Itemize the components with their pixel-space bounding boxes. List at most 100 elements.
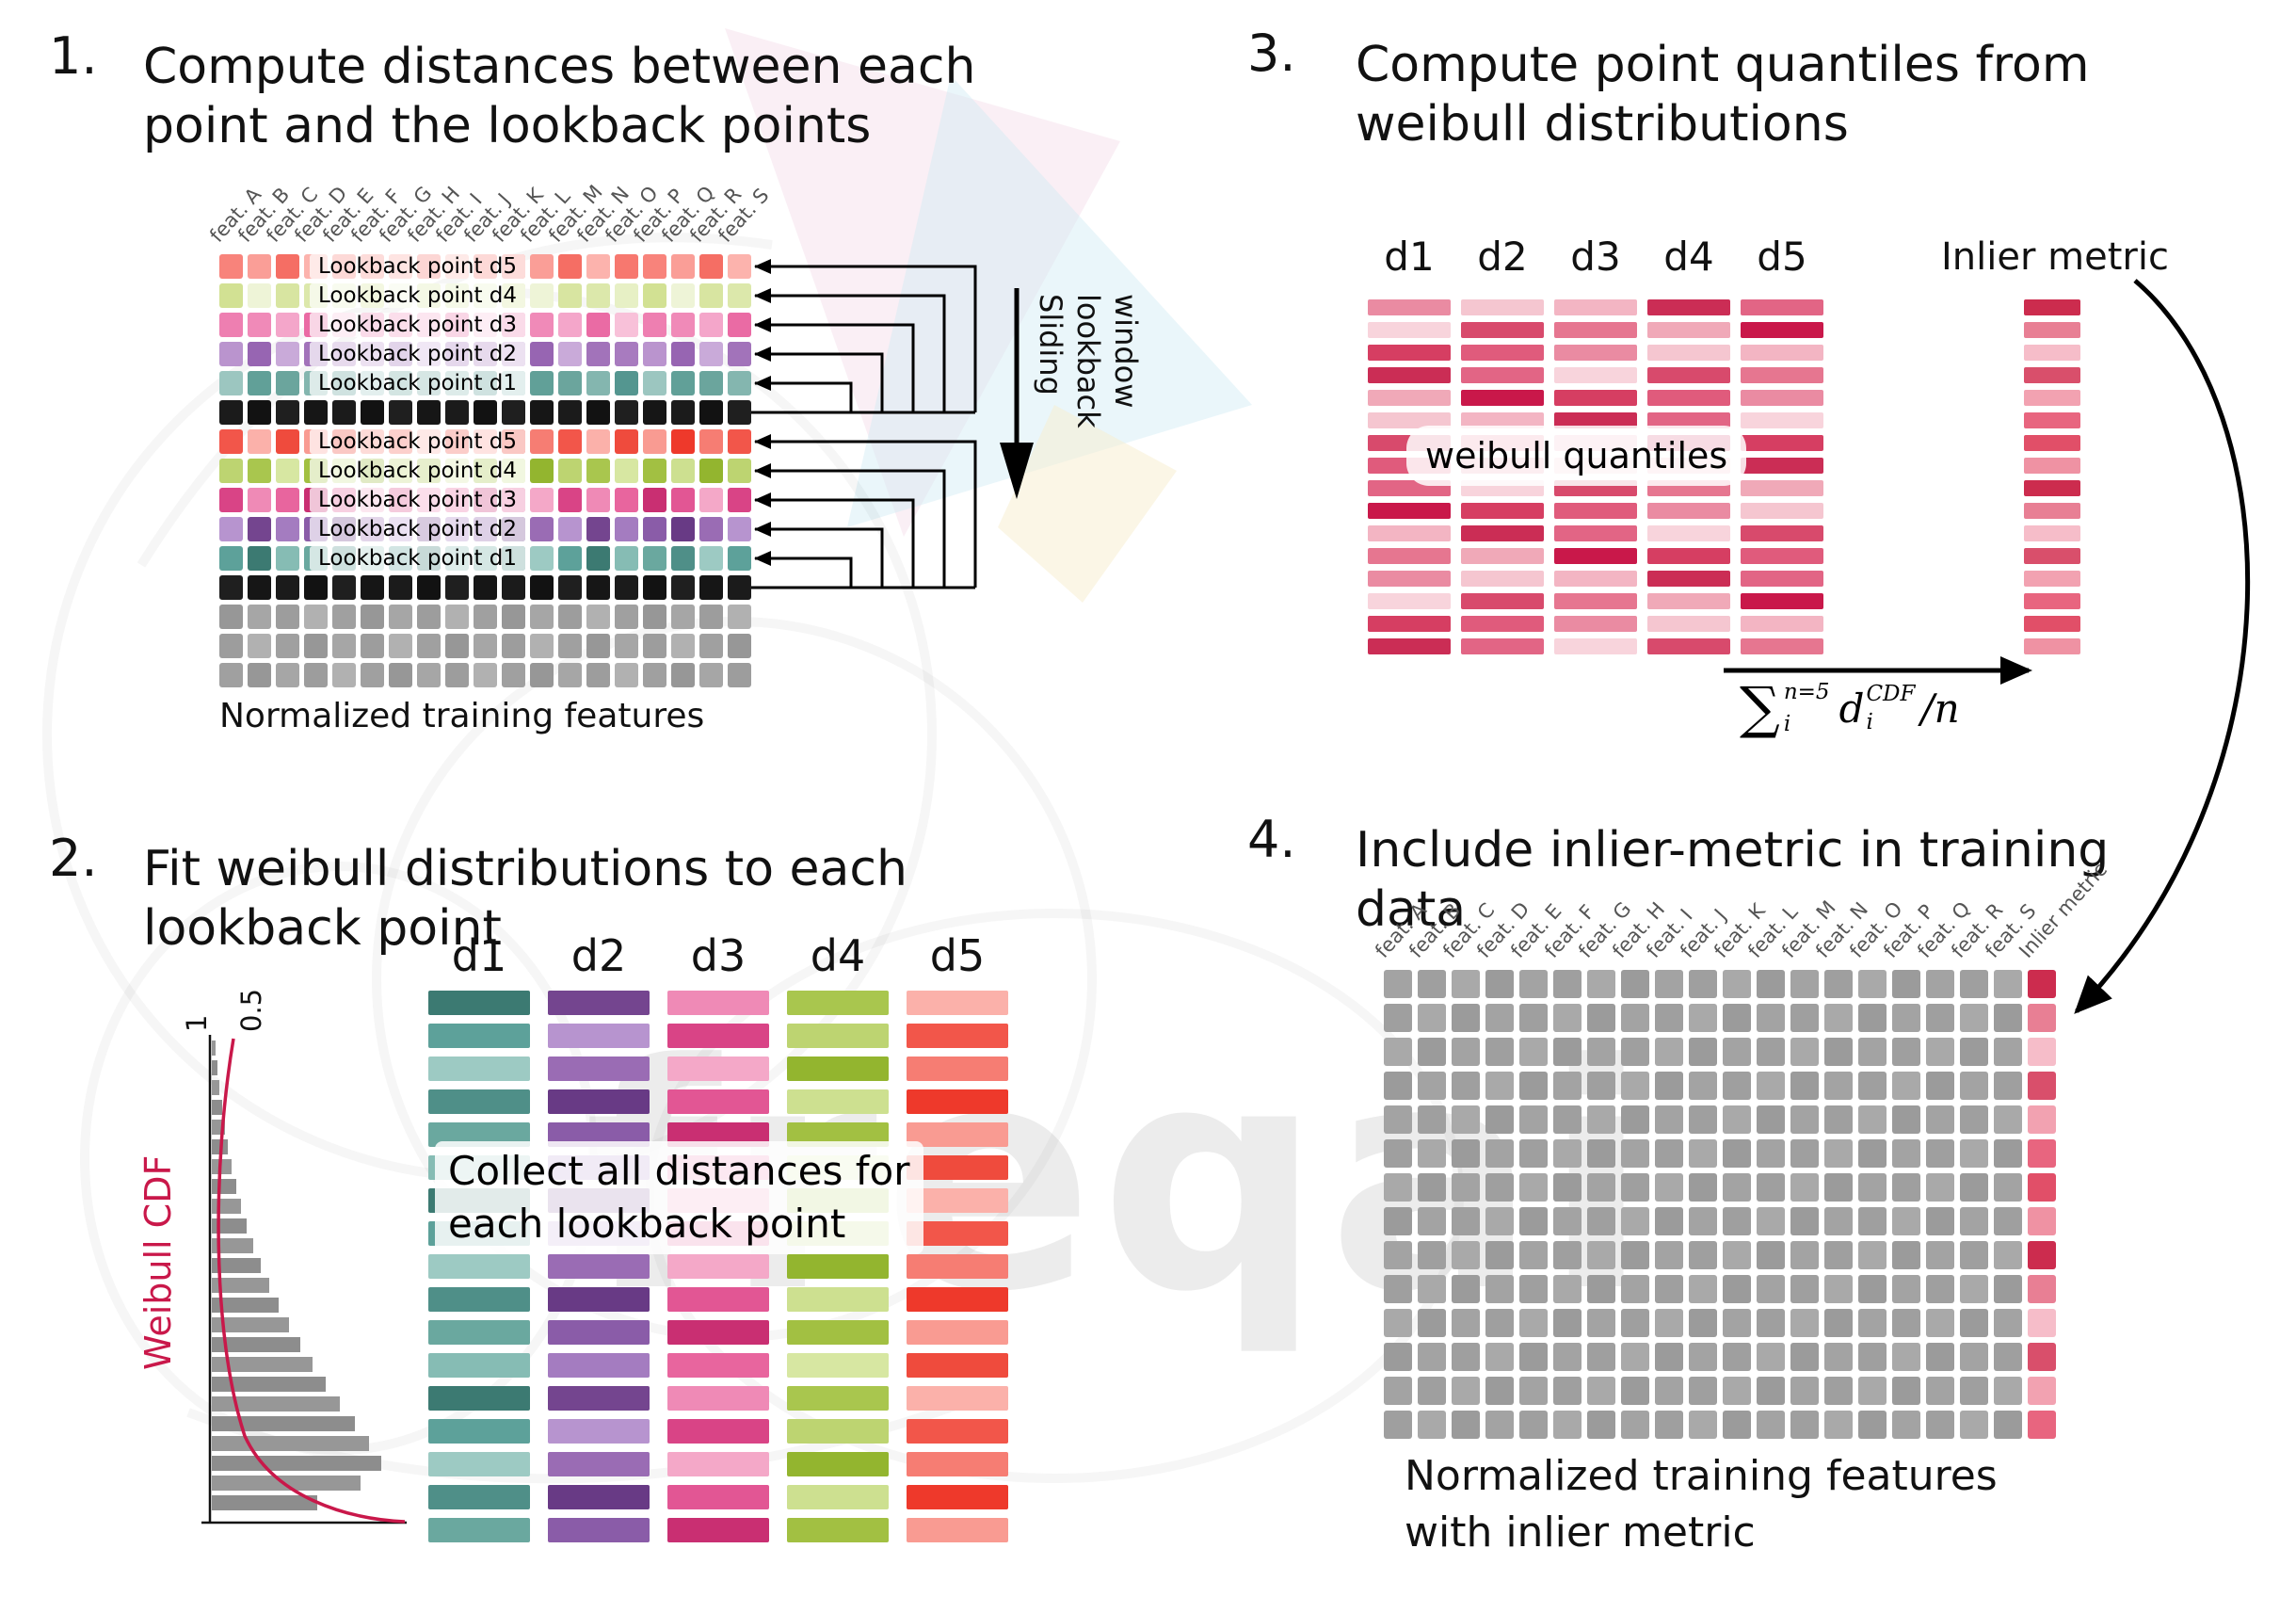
training-cell: [1418, 1309, 1446, 1337]
quantile-bar: [1368, 638, 1451, 654]
training-cell: [1960, 1411, 1988, 1439]
feature-cell: [276, 313, 299, 337]
feature-cell: [728, 254, 751, 279]
training-cell: [1689, 1038, 1717, 1066]
feature-cell: [671, 546, 695, 571]
feature-cell: [530, 254, 554, 279]
training-cell: [1621, 1038, 1649, 1066]
training-cell: [1723, 1207, 1751, 1235]
feature-cell: [558, 459, 582, 483]
training-cell: [1553, 970, 1582, 998]
feature-cell: [699, 546, 723, 571]
feature-cell: [671, 313, 695, 337]
training-cell: [1757, 1139, 1785, 1168]
training-cell: [1587, 1377, 1615, 1405]
training-cell: [1723, 1105, 1751, 1134]
quantile-bar: [1741, 638, 1823, 654]
quantile-bar: [1741, 503, 1823, 519]
training-cell: [1519, 1275, 1548, 1303]
training-cell: [1723, 1038, 1751, 1066]
feature-cell: [671, 371, 695, 395]
training-cell: [1418, 1411, 1446, 1439]
feature-cell: [530, 575, 554, 600]
feature-cell: [219, 488, 243, 512]
feature-cell: [699, 605, 723, 629]
training-cell: [1824, 1207, 1853, 1235]
feature-cell: [248, 371, 271, 395]
distance-bar: [428, 1057, 530, 1081]
training-cell: [1587, 1411, 1615, 1439]
distance-bar: [907, 1419, 1008, 1444]
training-cell: [1485, 1173, 1514, 1202]
training-cell: [1418, 1343, 1446, 1371]
training-cell: [1858, 1377, 1887, 1405]
p4-training-grid: [1384, 970, 2056, 1439]
feature-cell: [699, 283, 723, 308]
training-cell: [1790, 1207, 1819, 1235]
training-cell: [1655, 1275, 1683, 1303]
distance-bar: [787, 1057, 889, 1081]
training-cell: [1858, 1072, 1887, 1100]
feature-cell: [445, 575, 469, 600]
feature-cell: [276, 400, 299, 425]
feature-cell: [304, 605, 328, 629]
training-cell: [1689, 970, 1717, 998]
training-cell: [1655, 1343, 1683, 1371]
panel2-number: 2.: [49, 829, 98, 888]
feature-cell: [728, 342, 751, 366]
distance-bar: [428, 1386, 530, 1411]
distance-bar: [787, 1353, 889, 1378]
training-cell: [1384, 1207, 1412, 1235]
feature-cell: [558, 371, 582, 395]
training-cell: [1926, 970, 1954, 998]
feature-cell: [558, 546, 582, 571]
training-cell: [1892, 1004, 1920, 1032]
feature-cell: [643, 429, 666, 454]
quantile-bar: [1554, 593, 1637, 609]
distance-bar: [667, 1320, 769, 1345]
training-cell: [1621, 1275, 1649, 1303]
feature-cell: [558, 575, 582, 600]
quantile-bar: [1554, 390, 1637, 406]
feature-cell: [276, 575, 299, 600]
feature-cell: [248, 546, 271, 571]
training-cell: [1621, 1241, 1649, 1269]
training-cell: [1384, 1343, 1412, 1371]
feature-cell: [332, 575, 356, 600]
training-cell: [1926, 1309, 1954, 1337]
distance-bar: [428, 1452, 530, 1476]
training-cell: [1519, 1173, 1548, 1202]
feature-cell: [389, 575, 412, 600]
feature-cell: [615, 429, 638, 454]
training-cell: [1655, 1207, 1683, 1235]
training-cell: [1553, 1377, 1582, 1405]
quantile-bar: [1741, 480, 1823, 496]
feature-cell: [389, 605, 412, 629]
training-cell: [1452, 970, 1480, 998]
feature-cell: [219, 313, 243, 337]
training-cell: [1519, 1377, 1548, 1405]
training-cell: [1655, 1377, 1683, 1405]
panel3-title-line2: weibull distributions: [1356, 96, 1849, 153]
distance-bar: [667, 1386, 769, 1411]
training-cell: [1757, 1004, 1785, 1032]
training-cell: [1892, 1275, 1920, 1303]
training-cell: [1485, 1241, 1514, 1269]
feature-cell: [728, 488, 751, 512]
training-cell: [1553, 1004, 1582, 1032]
lookback-row-label: Lookback point d4: [310, 283, 526, 308]
inlier-metric-bar: [2024, 571, 2080, 587]
training-cell: [1858, 1207, 1887, 1235]
quantile-column-header: d2: [1477, 234, 1528, 280]
training-cell: [1689, 1241, 1717, 1269]
feature-cell: [502, 400, 525, 425]
feature-cell: [643, 400, 666, 425]
feature-cell: [643, 254, 666, 279]
feature-cell: [586, 283, 610, 308]
feature-cell: [219, 283, 243, 308]
distance-bar: [787, 991, 889, 1015]
training-cell: [1621, 1343, 1649, 1371]
feature-cell: [219, 254, 243, 279]
training-cell: [1519, 1004, 1548, 1032]
inlier-cell: [2028, 1038, 2056, 1066]
